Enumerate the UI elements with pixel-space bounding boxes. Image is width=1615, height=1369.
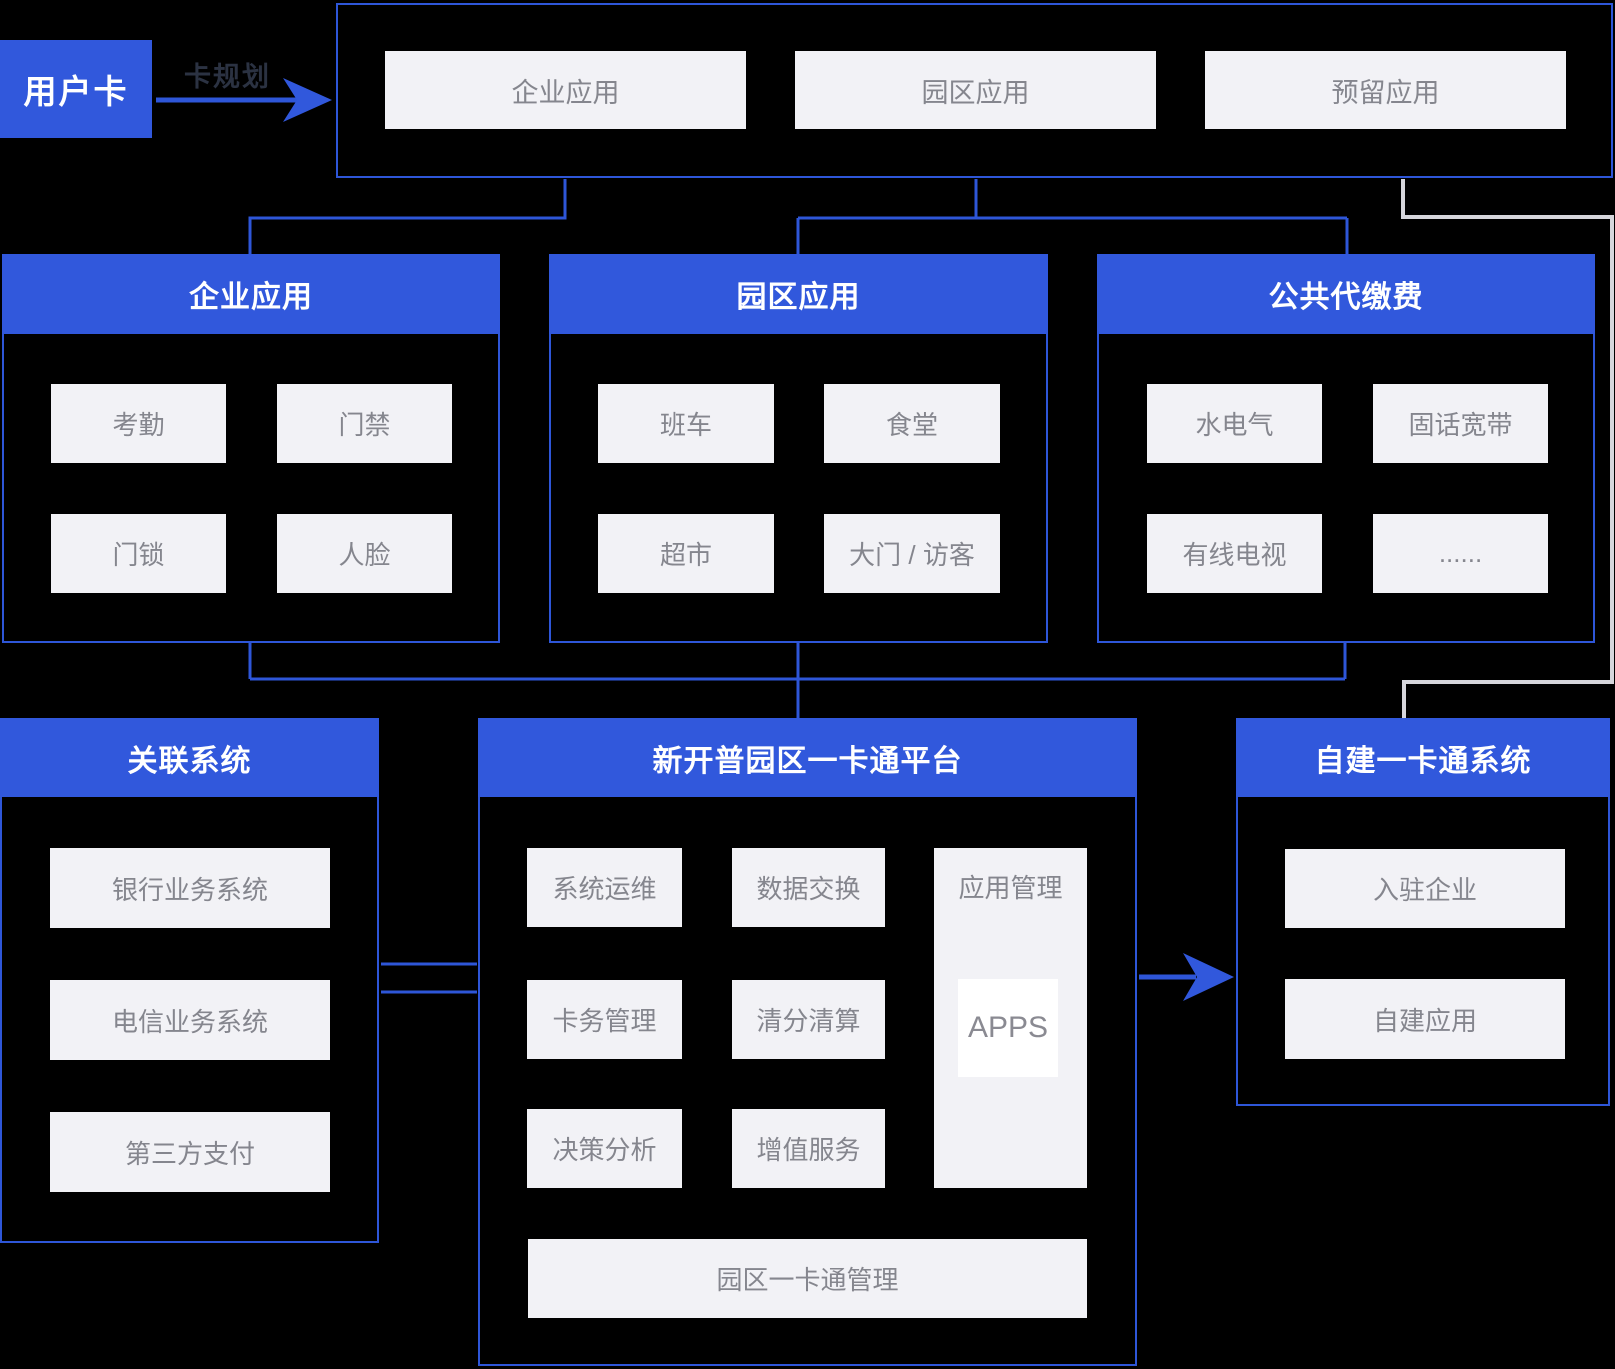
platform-item-clearing: 清分清算 [732,980,885,1059]
platform-app-mgmt-label: 应用管理 [958,873,1063,903]
connector-related-platform [381,962,477,994]
platform-apps-box: APPS [958,979,1058,1077]
related-section-header: 关联系统 [0,718,379,797]
platform-section-header: 新开普园区一卡通平台 [478,718,1137,797]
publicpay-item-broadband: 固话宽带 [1373,384,1548,463]
park-item-canteen: 食堂 [824,384,1000,463]
park-item-gate-visitor: 大门 / 访客 [824,514,1000,593]
user-card-node: 用户卡 [0,40,152,138]
park-item-shuttle: 班车 [598,384,774,463]
publicpay-item-more: ...... [1373,514,1548,593]
user-card-label: 用户卡 [23,73,129,110]
connector-middle-to-platform [248,643,1347,720]
related-item-telecom: 电信业务系统 [50,980,330,1060]
platform-item-decision-analysis: 决策分析 [527,1109,682,1188]
platform-selfbuilt-arrowhead [1183,953,1234,1001]
connector-top-to-selfbuilt [1401,179,1614,720]
platform-item-value-added: 增值服务 [732,1109,885,1188]
connector-top-to-park-public [796,179,1349,256]
related-item-thirdparty-pay: 第三方支付 [50,1112,330,1192]
platform-item-data-exchange: 数据交换 [732,848,885,927]
publicpay-section-header: 公共代缴费 [1097,254,1595,334]
top-item-park-apps: 园区应用 [795,51,1156,129]
selfbuilt-item-selfbuilt-apps: 自建应用 [1285,979,1565,1059]
park-section-header: 园区应用 [549,254,1048,334]
selfbuilt-item-resident-enterprises: 入驻企业 [1285,849,1565,928]
top-item-reserved-apps: 预留应用 [1205,51,1566,129]
related-item-bank: 银行业务系统 [50,848,330,928]
enterprise-item-access-control: 门禁 [277,384,452,463]
connector-top-to-enterprise [248,179,567,256]
publicpay-item-utilities: 水电气 [1147,384,1322,463]
enterprise-item-face: 人脸 [277,514,452,593]
platform-item-card-mgmt: 卡务管理 [527,980,682,1059]
enterprise-item-attendance: 考勤 [51,384,226,463]
card-plan-label: 卡规划 [184,62,271,92]
top-item-enterprise-apps: 企业应用 [385,51,746,129]
enterprise-section-header: 企业应用 [2,254,500,334]
enterprise-item-door-lock: 门锁 [51,514,226,593]
platform-onecard-mgmt: 园区一卡通管理 [528,1239,1087,1318]
platform-item-system-ops: 系统运维 [527,848,682,927]
selfbuilt-section-header: 自建一卡通系统 [1236,718,1610,797]
publicpay-item-cable-tv: 有线电视 [1147,514,1322,593]
park-item-supermarket: 超市 [598,514,774,593]
card-plan-arrowhead [283,78,332,122]
